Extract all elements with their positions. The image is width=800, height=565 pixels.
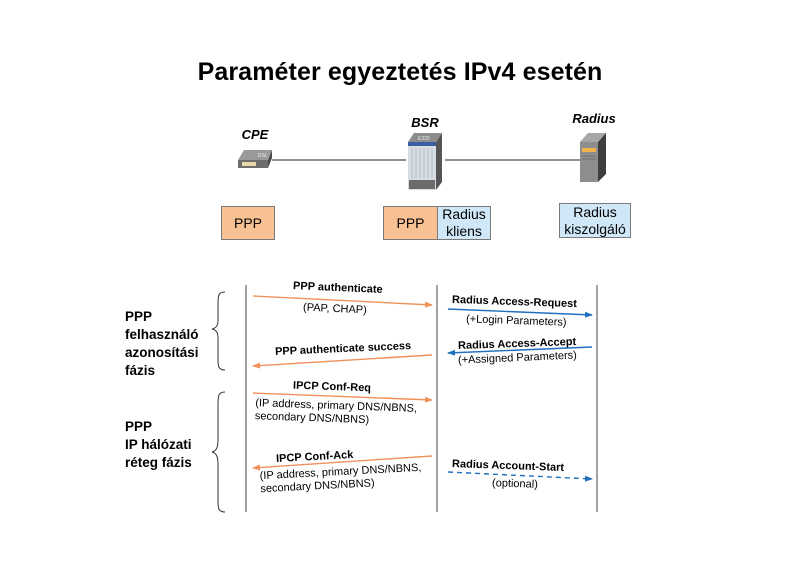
cpe-ppp-box: PPP [221,206,275,240]
page-title: Paraméter egyeztetés IPv4 esetén [197,58,603,86]
bsr-ppp-label: PPP [396,214,425,231]
brace-ip-phase [211,391,226,513]
arrow-radius-access-request [447,308,593,318]
radius-client-line1: Radius [442,206,486,222]
radius-client-line2: kliens [446,223,482,239]
phase-auth-line: PPP [125,309,153,324]
radius-label: Radius [572,111,616,126]
phase-ip-line: réteg fázis [125,455,192,470]
cpe-label: CPE [241,127,269,142]
dsl-modem-icon: DSL [238,150,272,168]
phase-auth-label: PPP felhasználó azonosítási fázis [125,308,199,380]
brace-auth-phase [211,291,226,371]
bsr-label: BSR [411,115,439,130]
arrow-ipcp-conf-req [252,392,433,403]
bsr-radius-client-box: Radius kliens [437,206,491,240]
arrow-ppp-auth-success [252,354,433,369]
arrow-radius-access-accept [447,346,593,356]
phase-ip-label: PPP IP hálózati réteg fázis [125,418,192,472]
phase-ip-line: IP hálózati [125,437,192,452]
radius-server-box: Radius kiszolgáló [559,203,631,238]
phase-auth-line: fázis [125,363,156,378]
radius-server-line1: Radius [573,203,617,220]
phase-auth-line: azonosítási [125,345,199,360]
svg-text:E320: E320 [418,136,430,142]
arrow-radius-account-start [447,471,593,482]
phase-auth-line: felhasználó [125,327,199,342]
arrow-ppp-authenticate [252,295,433,308]
msg-ppp-authenticate-detail: (PAP, CHAP) [302,301,368,317]
router-chassis-icon: E320 [408,133,442,190]
cpe-ppp-label: PPP [233,214,262,231]
arrow-ipcp-conf-ack [252,455,433,471]
radius-server-line2: kiszolgáló [564,220,626,237]
bsr-ppp-box: PPP [383,206,438,240]
phase-ip-line: PPP [125,419,153,434]
svg-text:DSL: DSL [258,153,268,159]
server-icon [580,133,606,182]
msg-radius-account-start-detail: (optional) [491,477,539,491]
